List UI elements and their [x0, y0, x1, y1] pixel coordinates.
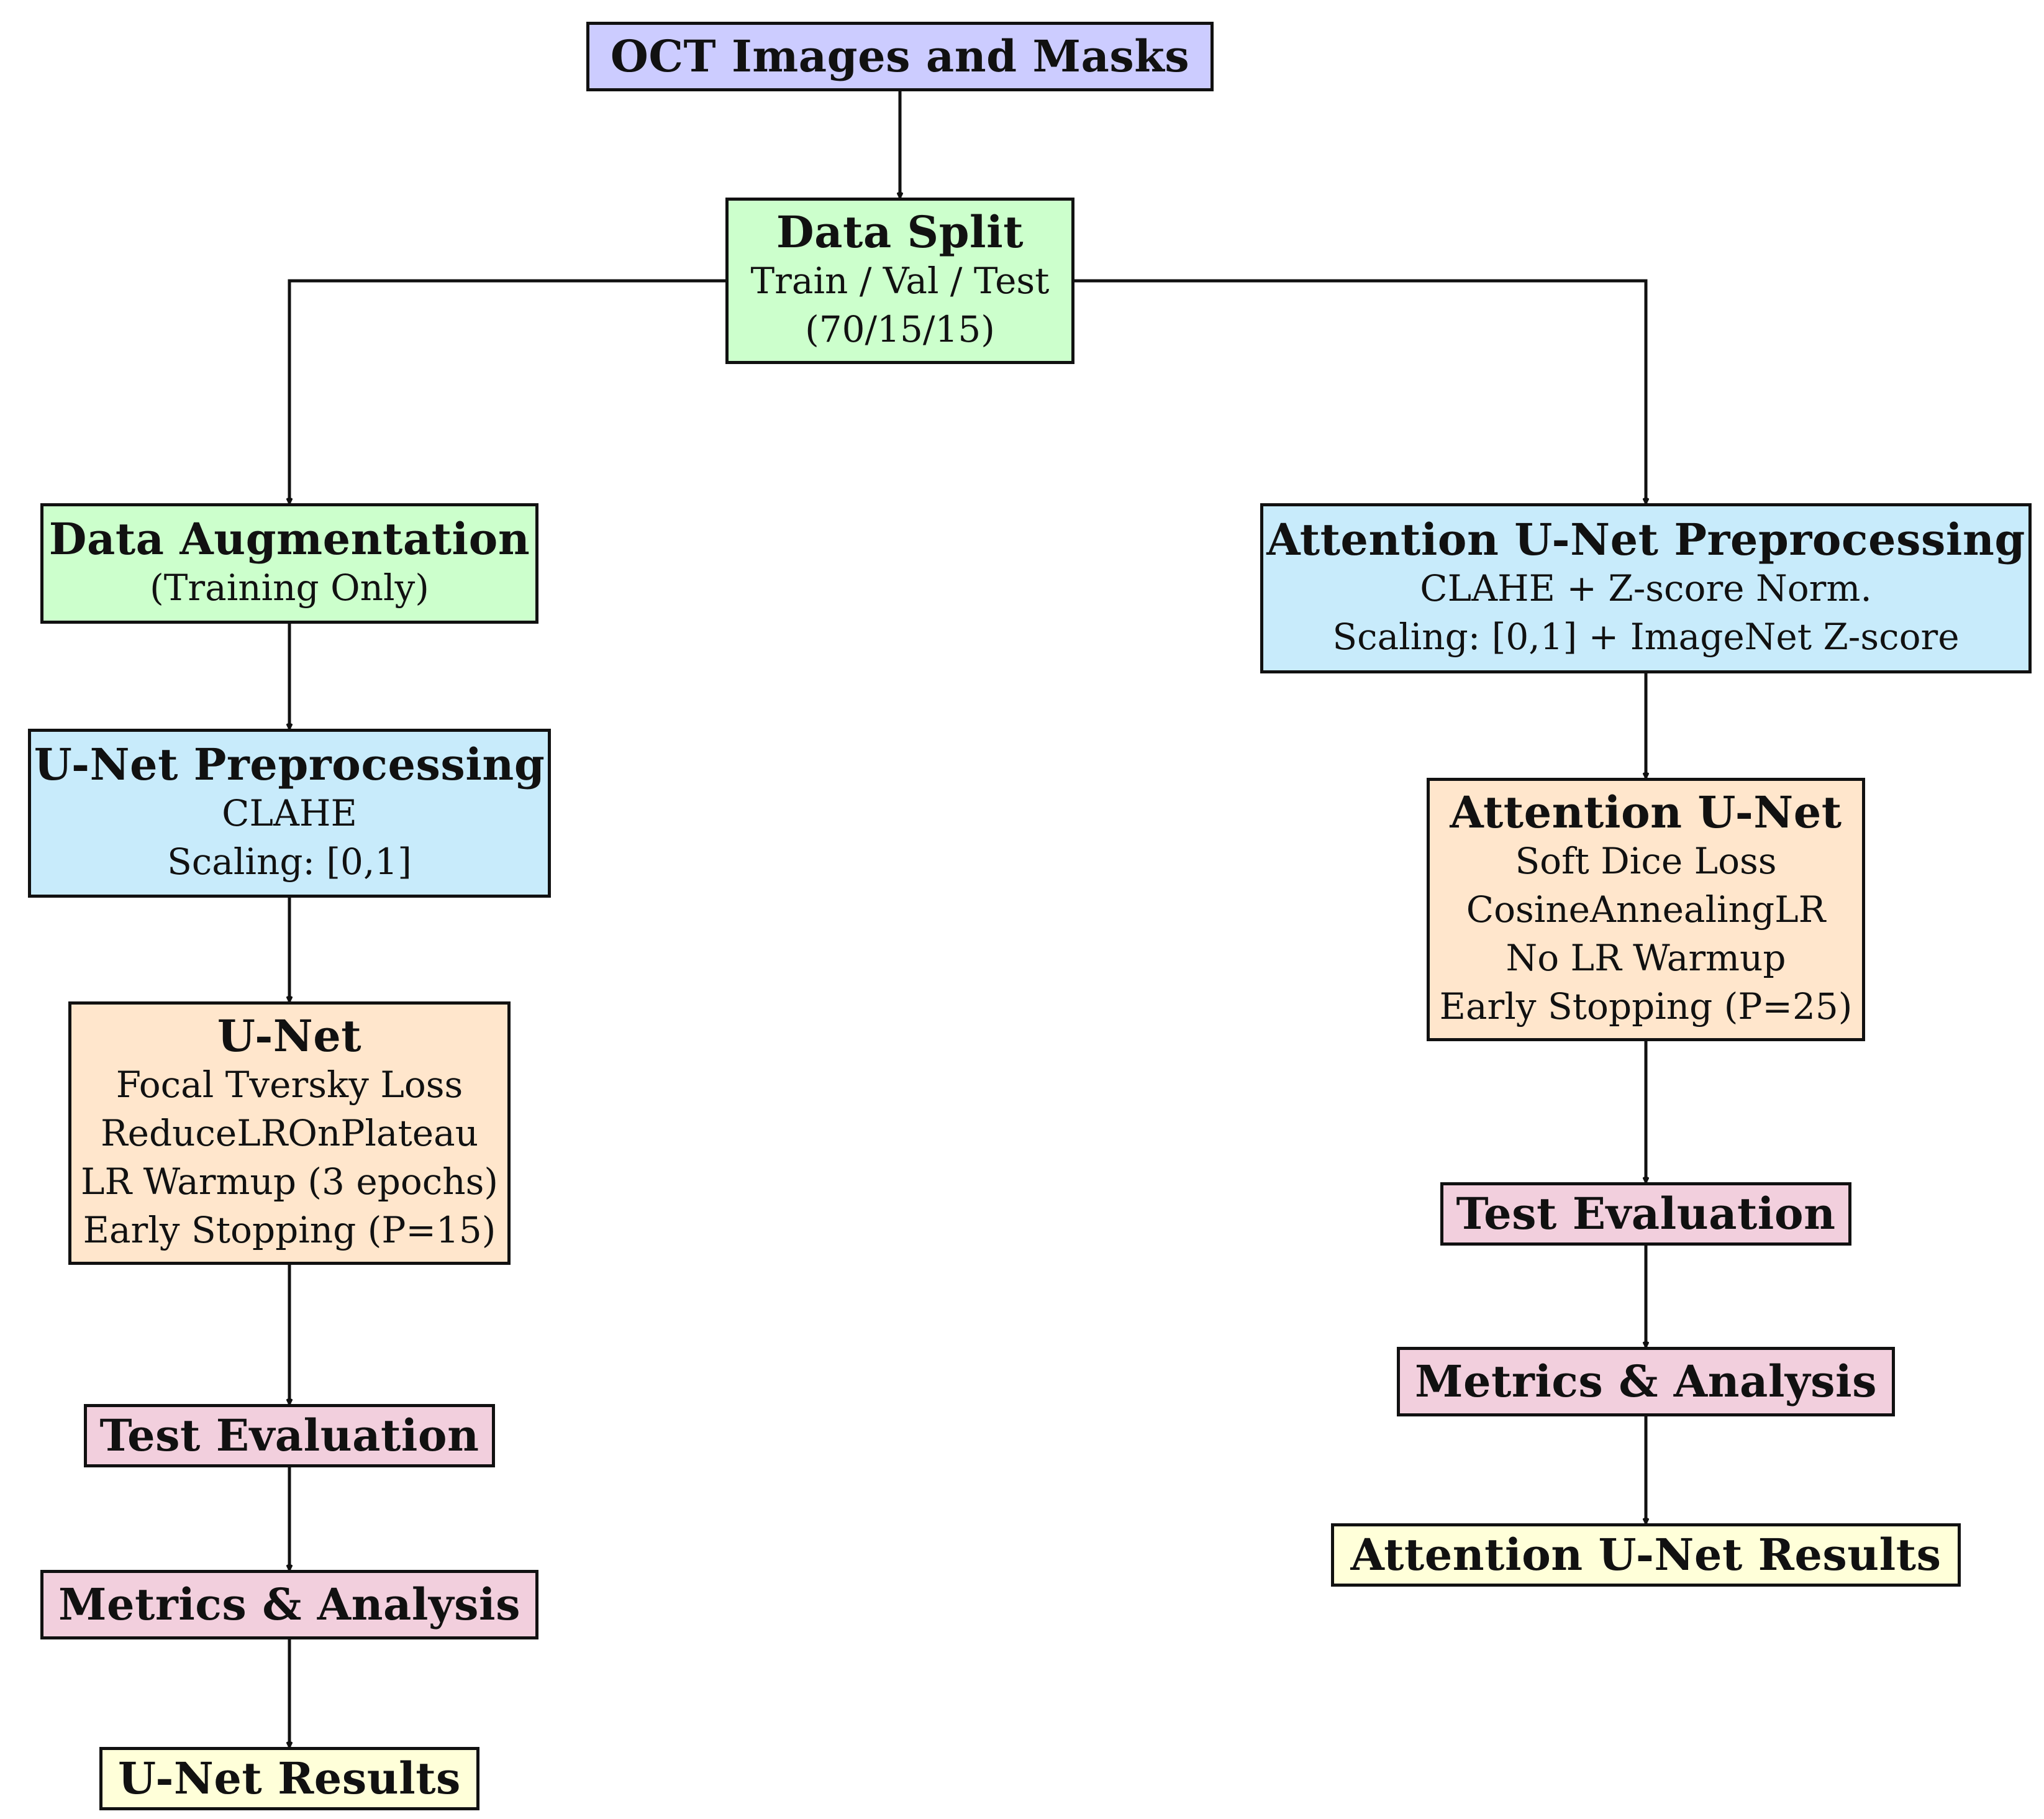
node-line: CLAHE: [222, 792, 357, 834]
attention-unet-preprocessing-node: Attention U-Net Preprocessing CLAHE + Z-…: [1260, 503, 2032, 673]
node-line: LR Warmup (3 epochs): [81, 1160, 498, 1203]
unet-test-evaluation-node: Test Evaluation: [84, 1404, 495, 1467]
node-line: Focal Tversky Loss: [116, 1064, 463, 1106]
attention-metrics-analysis-node: Metrics & Analysis: [1397, 1347, 1895, 1416]
node-line: (Training Only): [150, 567, 429, 609]
node-title: Metrics & Analysis: [58, 1579, 521, 1630]
node-title: Test Evaluation: [1456, 1188, 1836, 1239]
attention-unet-node: Attention U-Net Soft Dice Loss CosineAnn…: [1427, 778, 1865, 1041]
node-title: Attention U-Net: [1450, 786, 1842, 838]
node-title: Attention U-Net Results: [1350, 1529, 1942, 1580]
edge-data_split-to-att_preprocessing: [1074, 279, 1646, 503]
node-line: ReduceLROnPlateau: [100, 1112, 479, 1154]
node-line: CLAHE + Z-score Norm.: [1420, 567, 1872, 609]
data-augmentation-node: Data Augmentation (Training Only): [40, 503, 538, 624]
node-line: Early Stopping (P=25): [1439, 985, 1853, 1028]
node-title: Data Augmentation: [48, 513, 530, 565]
node-title: U-Net: [217, 1010, 362, 1062]
node-line: Soft Dice Loss: [1515, 840, 1777, 882]
node-line: (70/15/15): [805, 308, 995, 350]
edge-data_split-to-data_augmentation: [289, 279, 725, 503]
node-title: U-Net Results: [118, 1753, 461, 1804]
node-title: Test Evaluation: [99, 1410, 479, 1461]
attention-test-evaluation-node: Test Evaluation: [1440, 1182, 1851, 1246]
unet-node: U-Net Focal Tversky Loss ReduceLROnPlate…: [68, 1001, 511, 1265]
node-title: Metrics & Analysis: [1414, 1356, 1878, 1407]
node-line: Early Stopping (P=15): [83, 1209, 496, 1251]
oct-images-masks-node: OCT Images and Masks: [586, 22, 1214, 91]
node-title: Attention U-Net Preprocessing: [1266, 514, 2025, 565]
node-line: Train / Val / Test: [750, 260, 1050, 302]
node-title: U-Net Preprocessing: [34, 739, 545, 790]
node-title: OCT Images and Masks: [610, 30, 1190, 82]
attention-unet-results-node: Attention U-Net Results: [1331, 1523, 1961, 1587]
node-line: Scaling: [0,1] + ImageNet Z-score: [1332, 616, 1960, 658]
unet-preprocessing-node: U-Net Preprocessing CLAHE Scaling: [0,1]: [28, 729, 551, 898]
data-split-node: Data Split Train / Val / Test (70/15/15): [725, 198, 1074, 364]
unet-metrics-analysis-node: Metrics & Analysis: [40, 1570, 538, 1639]
node-title: Data Split: [776, 206, 1024, 258]
node-line: CosineAnnealingLR: [1466, 888, 1826, 931]
unet-results-node: U-Net Results: [99, 1747, 479, 1810]
node-line: Scaling: [0,1]: [167, 841, 412, 883]
node-line: No LR Warmup: [1506, 937, 1786, 979]
